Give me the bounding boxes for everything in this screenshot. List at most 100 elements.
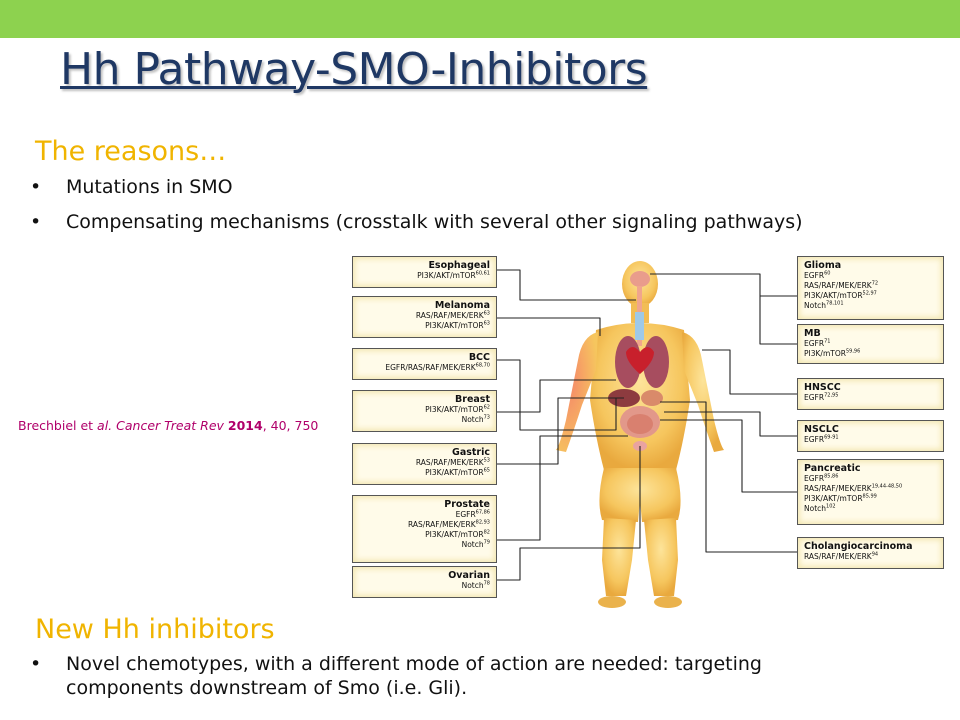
pathway-name: RAS/RAF/MEK/ERK [415, 311, 484, 320]
bullet-dot: • [30, 176, 42, 198]
connector-bcc [497, 359, 617, 431]
cancer-box-title: Glioma [804, 260, 842, 271]
pathway-label: EGFR72,95 [804, 393, 939, 403]
pathway-name: Notch [804, 301, 827, 310]
bullet-text: Novel chemotypes, with a different mode … [66, 653, 762, 675]
pathway-name: PI3K/AKT/mTOR [417, 271, 476, 280]
reference-superscript: 82 [483, 529, 490, 536]
reference-superscript: 68,70 [475, 362, 490, 369]
connector-mb [759, 296, 797, 345]
reference-superscript: 52,97 [862, 290, 877, 297]
pathway-label: RAS/RAF/MEK/ERK94 [804, 552, 939, 562]
citation-journal: Cancer Treat Rev [112, 418, 228, 433]
bullet-text-continued: components downstream of Smo (i.e. Gli). [66, 677, 468, 699]
connector-breast [497, 379, 616, 413]
pathway-label: RAS/RAF/MEK/ERK82,93 [357, 520, 490, 530]
small-intestine [627, 414, 653, 434]
pathway-label: PI3K/AKT/mTOR60,61 [357, 271, 490, 281]
reference-superscript: 72 [871, 280, 879, 287]
pathway-name: RAS/RAF/MEK/ERK [804, 552, 872, 561]
pathway-name: EGFR [804, 271, 825, 280]
brain [630, 271, 650, 287]
pathway-label: EGFR67,86 [357, 510, 490, 520]
reference-superscript: 62 [483, 404, 490, 411]
connector-cholangiocarcinoma [660, 401, 797, 553]
reference-superscript: 63 [483, 310, 490, 317]
reference-superscript: 85,86 [824, 473, 839, 480]
pathway-label: Notch79 [357, 540, 490, 550]
cancer-box-title: HNSCC [804, 382, 841, 393]
pathway-label: PI3K/mTOR59,96 [804, 349, 939, 359]
pathway-label: PI3K/AKT/mTOR62 [357, 405, 490, 415]
pathway-label: EGFR71 [804, 339, 939, 349]
left-foot [598, 596, 626, 608]
pathway-label: PI3K/AKT/mTOR52,97 [804, 291, 939, 301]
reference-superscript: 78,101 [826, 300, 844, 307]
left-leg [602, 518, 636, 596]
reference-superscript: 53 [483, 457, 490, 464]
cancer-box-title: Prostate [444, 499, 490, 510]
pathway-name: RAS/RAF/MEK/ERK [415, 458, 484, 467]
connector-ovarian [497, 446, 641, 581]
connector-prostate [497, 435, 628, 541]
pathway-name: RAS/RAF/MEK/ERK [804, 484, 872, 493]
pathway-name: EGFR [455, 510, 476, 519]
right-leg [644, 518, 678, 596]
reference-superscript: 71 [824, 338, 831, 345]
pathway-label: EGFR85,86 [804, 474, 939, 484]
reference-superscript: 69-91 [824, 434, 839, 441]
connector-nsclc [664, 411, 797, 437]
reference-superscript: 73 [483, 414, 490, 421]
bullet-dot: • [30, 211, 42, 233]
citation: Brechbiel et al. Cancer Treat Rev 2014, … [18, 418, 318, 433]
reference-superscript: 94 [871, 551, 879, 558]
reference-superscript: 59,96 [845, 348, 861, 355]
pathway-name: RAS/RAF/MEK/ERK [804, 281, 872, 290]
pathway-name: RAS/RAF/MEK/ERK [407, 520, 476, 529]
connector-lines [497, 269, 797, 581]
pathway-name: EGFR [804, 393, 825, 402]
reference-superscript: 85,99 [862, 493, 877, 500]
reference-superscript: 79 [483, 539, 490, 546]
pathway-label: EGFR60 [804, 271, 939, 281]
cancer-box-title: Cholangiocarcinoma [804, 541, 913, 552]
connector-esophageal [497, 269, 636, 301]
right-arm [682, 332, 724, 452]
new-inhibitors-heading: New Hh inhibitors [35, 614, 275, 645]
cancer-box-title: Esophageal [428, 260, 490, 271]
reference-superscript: 60,61 [475, 270, 490, 277]
pathway-name: Notch [461, 540, 484, 549]
pathway-label: Notch102 [804, 504, 939, 514]
citation-etal: al. [97, 418, 113, 433]
reference-superscript: 65 [483, 467, 490, 474]
pathway-label: PI3K/AKT/mTOR65 [357, 468, 490, 478]
pathway-label: RAS/RAF/MEK/ERK19,44-48,50 [804, 484, 939, 494]
bullet-text: Compensating mechanisms (crosstalk with … [66, 211, 803, 233]
pathway-label: Notch78 [357, 581, 490, 591]
cancer-box-title: Gastric [452, 447, 490, 458]
pathway-name: PI3K/AKT/mTOR [804, 494, 863, 503]
connector-gastric [497, 397, 624, 465]
pathway-label: EGFR69-91 [804, 435, 939, 445]
connector-pancreatic [660, 419, 797, 493]
reference-superscript: 78 [483, 580, 490, 587]
human-body-figure [556, 261, 724, 608]
reference-superscript: 72,95 [824, 392, 839, 399]
reasons-heading: The reasons… [35, 136, 227, 167]
bullet-dot: • [30, 653, 42, 675]
reference-superscript: 19,44-48,50 [871, 483, 903, 490]
bullet-text: Mutations in SMO [66, 176, 233, 198]
reference-superscript: 63 [483, 320, 490, 327]
cancer-box-title: NSCLC [804, 424, 839, 435]
